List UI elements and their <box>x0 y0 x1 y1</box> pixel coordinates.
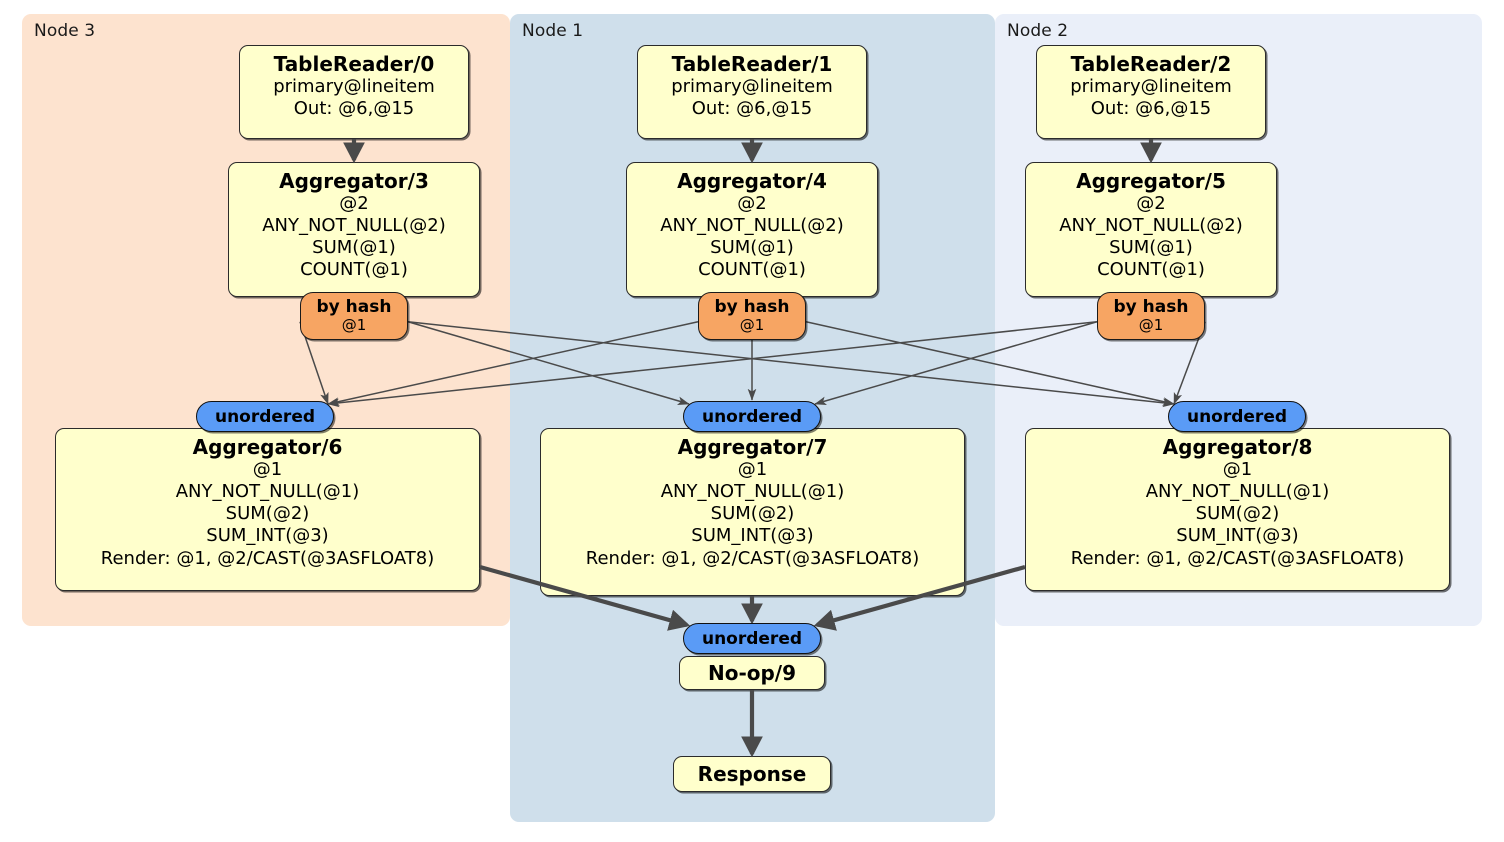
processor-detail-line: Render: @1, @2/CAST(@3ASFLOAT8) <box>100 547 435 569</box>
processor-detail-line: primary@lineitem <box>273 76 435 97</box>
processor-detail-line: COUNT(@1) <box>698 259 806 281</box>
router-column: @1 <box>739 315 765 334</box>
router-label: by hash <box>1113 297 1189 318</box>
processor-title: Aggregator/3 <box>279 169 429 193</box>
router-label: by hash <box>316 297 392 318</box>
processor-detail-line: ANY_NOT_NULL(@2) <box>1059 215 1243 237</box>
processor-detail-line: COUNT(@1) <box>1097 259 1205 281</box>
processor-detail-line: Out: @6,@15 <box>293 98 415 120</box>
router-byhash4[interactable]: by hash@1 <box>698 292 806 340</box>
processor-detail-line: @2 <box>737 193 767 214</box>
processor-detail-line: COUNT(@1) <box>300 259 408 281</box>
processor-title: Aggregator/6 <box>192 435 343 459</box>
processor-detail-line: @1 <box>737 459 768 480</box>
processor-title: No-op/9 <box>707 661 797 685</box>
processor-title: Aggregator/4 <box>677 169 827 193</box>
processor-detail-line: SUM(@1) <box>1109 237 1193 259</box>
node-label-node2: Node 2 <box>1007 21 1069 41</box>
processor-title: Aggregator/5 <box>1076 169 1226 193</box>
processor-title: Response <box>697 762 807 786</box>
router-column: @1 <box>1138 315 1164 334</box>
receiver-unordered9[interactable]: unordered <box>683 623 821 654</box>
processor-detail-line: Out: @6,@15 <box>691 98 813 120</box>
processor-detail-line: @2 <box>339 193 369 214</box>
processor-title: Aggregator/8 <box>1162 435 1313 459</box>
processor-detail-line: Render: @1, @2/CAST(@3ASFLOAT8) <box>585 547 920 569</box>
processor-detail-line: primary@lineitem <box>671 76 833 97</box>
processor-detail-line: Out: @6,@15 <box>1090 98 1212 120</box>
processor-detail-line: ANY_NOT_NULL(@2) <box>660 215 844 237</box>
node-label-node3: Node 3 <box>34 21 96 41</box>
router-byhash3[interactable]: by hash@1 <box>300 292 408 340</box>
processor-detail-line: SUM(@2) <box>225 503 310 525</box>
processor-detail-line: ANY_NOT_NULL(@1) <box>660 481 845 503</box>
processor-detail-line: Render: @1, @2/CAST(@3ASFLOAT8) <box>1070 547 1405 569</box>
processor-detail-line: SUM_INT(@3) <box>691 525 814 547</box>
processor-title: TableReader/2 <box>1070 52 1232 76</box>
router-byhash5[interactable]: by hash@1 <box>1097 292 1205 340</box>
processor-response[interactable]: Response <box>673 756 831 792</box>
receiver-unordered6[interactable]: unordered <box>196 401 334 432</box>
processor-title: TableReader/1 <box>671 52 833 76</box>
processor-detail-line: SUM_INT(@3) <box>206 525 329 547</box>
receiver-unordered8[interactable]: unordered <box>1168 401 1306 432</box>
processor-detail-line: primary@lineitem <box>1070 76 1232 97</box>
processor-detail-line: ANY_NOT_NULL(@1) <box>175 481 360 503</box>
processor-detail-line: @2 <box>1136 193 1166 214</box>
processor-detail-line: SUM(@2) <box>1195 503 1280 525</box>
processor-title: Aggregator/7 <box>677 435 828 459</box>
processor-detail-line: ANY_NOT_NULL(@2) <box>262 215 446 237</box>
processor-detail-line: @1 <box>1222 459 1253 480</box>
processor-detail-line: SUM(@2) <box>710 503 795 525</box>
processor-detail-line: SUM(@1) <box>710 237 794 259</box>
processor-noop9[interactable]: No-op/9 <box>679 656 825 690</box>
processor-title: TableReader/0 <box>273 52 435 76</box>
router-label: by hash <box>714 297 790 318</box>
processor-detail-line: SUM_INT(@3) <box>1176 525 1299 547</box>
receiver-unordered7[interactable]: unordered <box>683 401 821 432</box>
processor-detail-line: SUM(@1) <box>312 237 396 259</box>
processor-detail-line: ANY_NOT_NULL(@1) <box>1145 481 1330 503</box>
router-column: @1 <box>341 315 367 334</box>
processor-detail-line: @1 <box>252 459 283 480</box>
node-label-node1: Node 1 <box>522 21 584 41</box>
